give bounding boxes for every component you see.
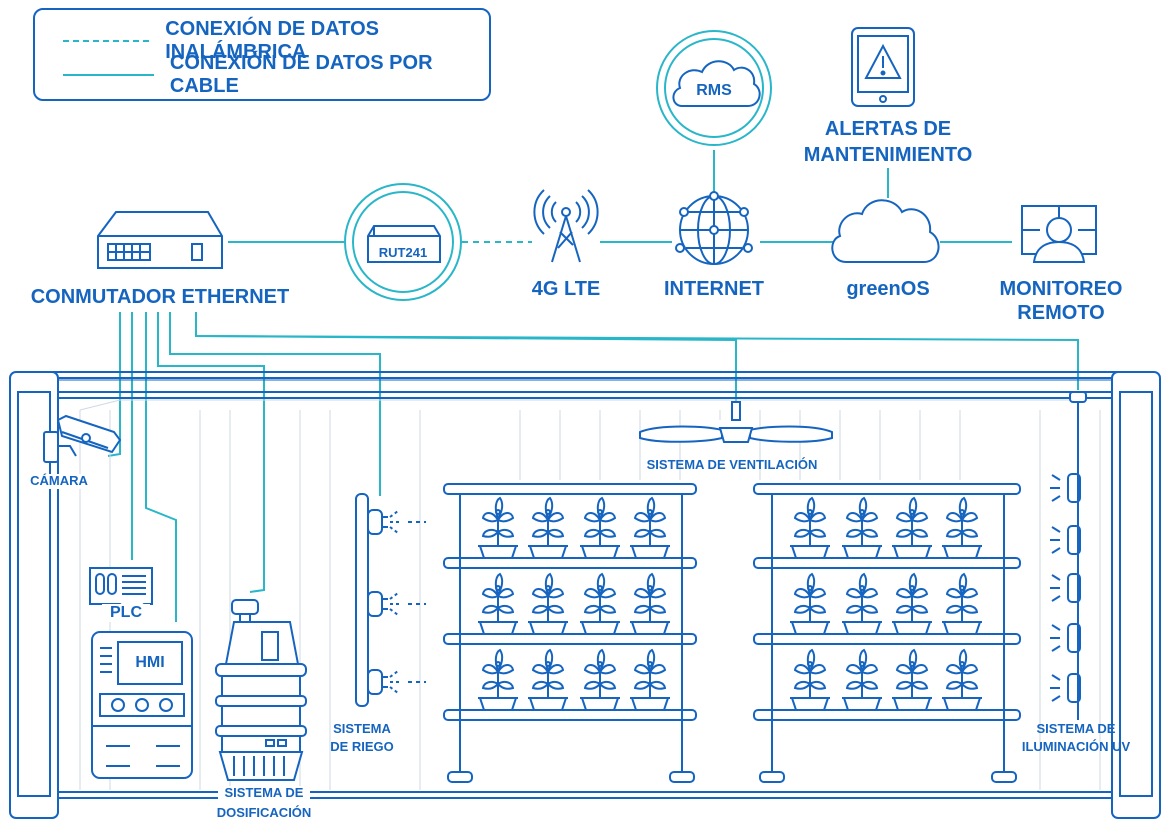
dosing-unit [215,599,307,781]
greenos-label: greenOS [846,278,930,300]
solid-line-icon [63,74,154,76]
uv-lighting [1049,391,1087,720]
router-node [344,183,462,301]
sprinkler-icon [367,669,427,695]
uv-label-1: SISTEMA DE [1036,721,1116,736]
fan-icon [639,401,833,443]
alerts-label-1: ALERTAS DE [824,118,952,140]
legend-wireless: CONEXIÓN DE DATOS INALÁMBRICA [35,18,489,63]
uv-lamp-icon [1049,525,1081,555]
greenos-cloud-icon [831,199,940,263]
legend-wired-label: CONEXIÓN DE DATOS POR CABLE [169,52,433,97]
router-label: RUT241 [378,245,428,260]
ethernet-switch-icon [97,211,223,269]
dosing-label-2: DOSIFICACIÓN [208,805,320,821]
network-connections [228,150,1012,243]
corrugated-wall [79,399,1101,790]
internet-label: INTERNET [664,278,764,300]
globe-icon [675,191,753,265]
irrigation-label-1: SISTEMA [333,721,391,736]
cell-tower-icon [533,189,599,263]
camera-icon [43,414,122,463]
irrigation-label-2: DE RIEGO [330,739,394,754]
legend-wired: CONEXIÓN DE DATOS POR CABLE [35,52,489,97]
hmi-cabinet [91,631,193,779]
lte-label: 4G LTE [531,278,601,300]
warning-tablet-icon [851,27,915,107]
plant-racks [443,483,1021,783]
uv-label-2: ILUMINACIÓN UV [1021,739,1131,754]
cloud-icon [672,60,761,107]
switch-label: CONMUTADOR ETHERNET [30,286,290,308]
plc-label: PLC [102,604,150,623]
uv-lamp-icon [1049,673,1081,703]
user-monitor-icon [1021,205,1097,263]
legend: CONEXIÓN DE DATOS INALÁMBRICA CONEXIÓN D… [33,8,491,101]
rms-node [656,30,772,146]
dashed-line-icon [63,40,150,42]
legend-wireless-label: CONEXIÓN DE DATOS INALÁMBRICA [165,18,379,63]
ventilation-label: SISTEMA DE VENTILACIÓN [646,457,818,472]
irrigation-system [355,493,427,707]
uv-lamp-icon [1049,573,1081,603]
sprinkler-icon [367,509,427,535]
alerts-label-2: MANTENIMIENTO [803,144,973,166]
wired-cables [107,312,1079,622]
hmi-label: HMI [135,654,165,671]
remote-label-2: REMOTO [1017,302,1105,324]
dosing-label-1: SISTEMA DE [218,785,310,801]
uv-lamp-icon [1049,473,1081,503]
plants [477,497,983,711]
uv-lamp-icon [1049,623,1081,653]
rms-label: RMS [696,82,732,99]
sprinkler-icon [367,591,427,617]
remote-label-1: MONITOREO [999,278,1123,300]
camera-label: CÁMARA [26,473,92,489]
